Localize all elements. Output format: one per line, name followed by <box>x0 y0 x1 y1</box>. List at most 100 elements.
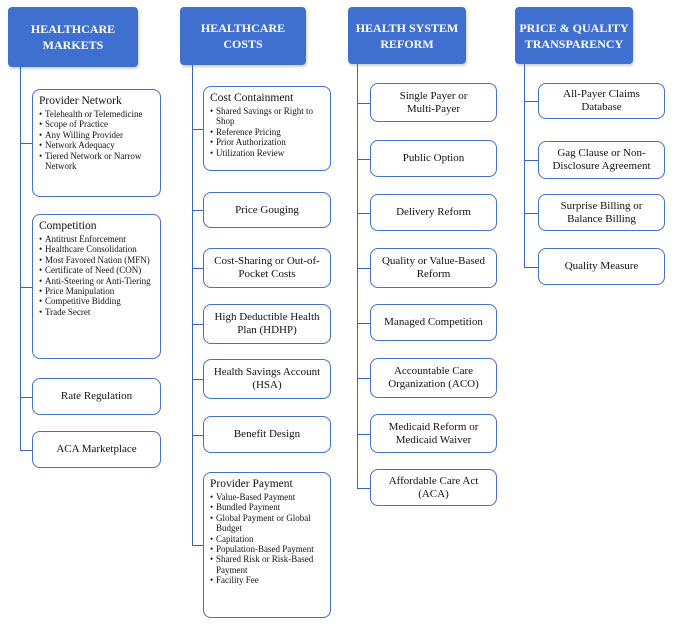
column-connector-line <box>20 67 21 450</box>
topic-list-item: Facility Fee <box>210 575 324 586</box>
branch-connector-line <box>192 379 203 380</box>
topic-box-label: Accountable Care Organization (ACO) <box>388 365 479 390</box>
topic-box-label: Delivery Reform <box>396 206 471 218</box>
topic-item-list: Telehealth or TelemedicineScope of Pract… <box>39 109 154 171</box>
topic-item-list: Shared Savings or Right to ShopReference… <box>210 106 324 158</box>
topic-box-high-deductible-health-plan-hdhp: High Deductible Health Plan (HDHP) <box>203 304 331 344</box>
topic-box-benefit-design: Benefit Design <box>203 416 331 453</box>
topic-box-single-payer-or-multi-payer: Single Payer or Multi-Payer <box>370 83 497 122</box>
branch-connector-line <box>357 268 370 269</box>
column-header-healthcare-costs: Healthcare Costs <box>180 7 306 65</box>
topic-box-gag-clause-or-non-disclosure-agreement: Gag Clause or Non- Disclosure Agreement <box>538 141 665 179</box>
topic-box-label: Quality Measure <box>564 260 639 272</box>
topic-box-public-option: Public Option <box>370 140 497 177</box>
topic-box-label: Single Payer or Multi-Payer <box>399 89 468 115</box>
topic-box-provider-network: Provider NetworkTelehealth or Telemedici… <box>32 89 161 197</box>
branch-connector-line <box>192 545 203 546</box>
topic-box-all-payer-claims-database: All-Payer Claims Database <box>538 83 665 119</box>
topic-list-item: Antitrust Enforcement <box>39 234 154 245</box>
topic-list-item: Capitation <box>210 534 324 545</box>
topic-box-title: Provider Payment <box>210 478 293 490</box>
branch-connector-line <box>357 433 370 435</box>
topic-list-item: Shared Savings or Right to Shop <box>210 106 324 127</box>
topic-box-label: Benefit Design <box>233 428 301 440</box>
topic-list-item: Population-Based Payment <box>210 544 324 555</box>
topic-box-quality-measure: Quality Measure <box>538 248 665 285</box>
topic-box-title: Provider Network <box>39 95 122 107</box>
topic-box-label: All-Payer Claims Database <box>563 88 640 113</box>
branch-connector-line <box>524 160 538 161</box>
topic-list-item: Reference Pricing <box>210 127 324 138</box>
topic-list-item: Most Favored Nation (MFN) <box>39 255 154 266</box>
branch-connector-line <box>357 487 370 489</box>
topic-item-list: Antitrust EnforcementHealthcare Consolid… <box>39 234 154 318</box>
topic-box-accountable-care-organization-aco: Accountable Care Organization (ACO) <box>370 358 497 398</box>
branch-connector-line <box>192 128 203 130</box>
topic-box-managed-competition: Managed Competition <box>370 304 497 341</box>
topic-list-item: Value-Based Payment <box>210 492 324 503</box>
topic-box-cost-sharing-or-out-of-pocket-costs: Cost-Sharing or Out-of- Pocket Costs <box>203 248 331 288</box>
column-connector-line <box>357 64 358 488</box>
topic-item-list: Value-Based PaymentBundled PaymentGlobal… <box>210 492 324 586</box>
topic-box-label: Medicaid Reform or Medicaid Waiver <box>388 420 479 446</box>
topic-box-label: Quality or Value-Based Reform <box>381 255 486 280</box>
topic-box-title: Competition <box>39 220 97 232</box>
topic-list-item: Network Adequacy <box>39 140 154 151</box>
branch-connector-line <box>192 268 203 269</box>
topic-list-item: Trade Secret <box>39 307 154 318</box>
topic-box-label: Gag Clause or Non- Disclosure Agreement <box>552 147 651 172</box>
branch-connector-line <box>192 434 203 436</box>
topic-box-label: Public Option <box>402 152 465 164</box>
branch-connector-line <box>357 378 370 379</box>
topic-box-label: Rate Regulation <box>60 390 133 402</box>
branch-connector-line <box>524 212 538 214</box>
topic-list-item: Utilization Review <box>210 148 324 159</box>
topic-box-label: Health Savings Account (HSA) <box>213 366 321 391</box>
topic-box-provider-payment: Provider PaymentValue-Based PaymentBundl… <box>203 472 331 618</box>
topic-list-item: Global Payment or Global Budget <box>210 513 324 534</box>
topic-list-item: Any Willing Provider <box>39 130 154 141</box>
topic-box-label: Surprise Billing or Balance Billing <box>560 199 643 225</box>
branch-connector-line <box>357 102 370 104</box>
topic-list-item: Healthcare Consolidation <box>39 244 154 255</box>
branch-connector-line <box>524 266 538 268</box>
topic-box-label: High Deductible Health Plan (HDHP) <box>214 311 320 336</box>
branch-connector-line <box>20 143 32 144</box>
topic-box-rate-regulation: Rate Regulation <box>32 378 161 415</box>
topic-box-cost-containment: Cost ContainmentShared Savings or Right … <box>203 86 331 171</box>
topic-box-health-savings-account-hsa: Health Savings Account (HSA) <box>203 359 331 399</box>
topic-list-item: Certificate of Need (CON) <box>39 265 154 276</box>
branch-connector-line <box>20 396 32 398</box>
column-connector-line <box>524 64 525 267</box>
topic-box-competition: CompetitionAntitrust EnforcementHealthca… <box>32 214 161 359</box>
topic-box-label: Affordable Care Act (ACA) <box>388 474 479 500</box>
topic-list-item: Competitive Bidding <box>39 296 154 307</box>
column-header-health-system-reform: Health System Reform <box>348 7 466 64</box>
topic-box-quality-or-value-based-reform: Quality or Value-Based Reform <box>370 248 497 288</box>
topic-list-item: Price Manipulation <box>39 286 154 297</box>
topic-box-label: Managed Competition <box>384 316 483 328</box>
topic-list-item: Anti-Steering or Anti-Tiering <box>39 276 154 287</box>
branch-connector-line <box>357 212 370 214</box>
column-connector-line <box>192 65 193 545</box>
topic-list-item: Tiered Network or Narrow Network <box>39 151 154 172</box>
branch-connector-line <box>524 101 538 102</box>
branch-connector-line <box>192 210 203 211</box>
topic-box-label: Price Gouging <box>235 203 299 216</box>
branch-connector-line <box>357 322 370 324</box>
column-header-healthcare-markets: Healthcare Markets <box>8 7 138 67</box>
topic-list-item: Shared Risk or Risk-Based Payment <box>210 554 324 575</box>
topic-box-surprise-billing-or-balance-billing: Surprise Billing or Balance Billing <box>538 194 665 231</box>
topic-box-title: Cost Containment <box>210 92 294 104</box>
topic-box-aca-marketplace: ACA Marketplace <box>32 431 161 468</box>
topic-box-affordable-care-act-aca: Affordable Care Act (ACA) <box>370 469 497 506</box>
topic-box-label: ACA Marketplace <box>56 443 137 455</box>
branch-connector-line <box>20 286 32 288</box>
topic-list-item: Scope of Practice <box>39 119 154 130</box>
topic-box-medicaid-reform-or-medicaid-waiver: Medicaid Reform or Medicaid Waiver <box>370 414 497 453</box>
topic-box-price-gouging: Price Gouging <box>203 192 331 228</box>
topic-list-item: Prior Authorization <box>210 137 324 148</box>
topic-box-label: Cost-Sharing or Out-of- Pocket Costs <box>214 255 320 280</box>
topic-list-item: Telehealth or Telemedicine <box>39 109 154 120</box>
branch-connector-line <box>20 449 32 451</box>
